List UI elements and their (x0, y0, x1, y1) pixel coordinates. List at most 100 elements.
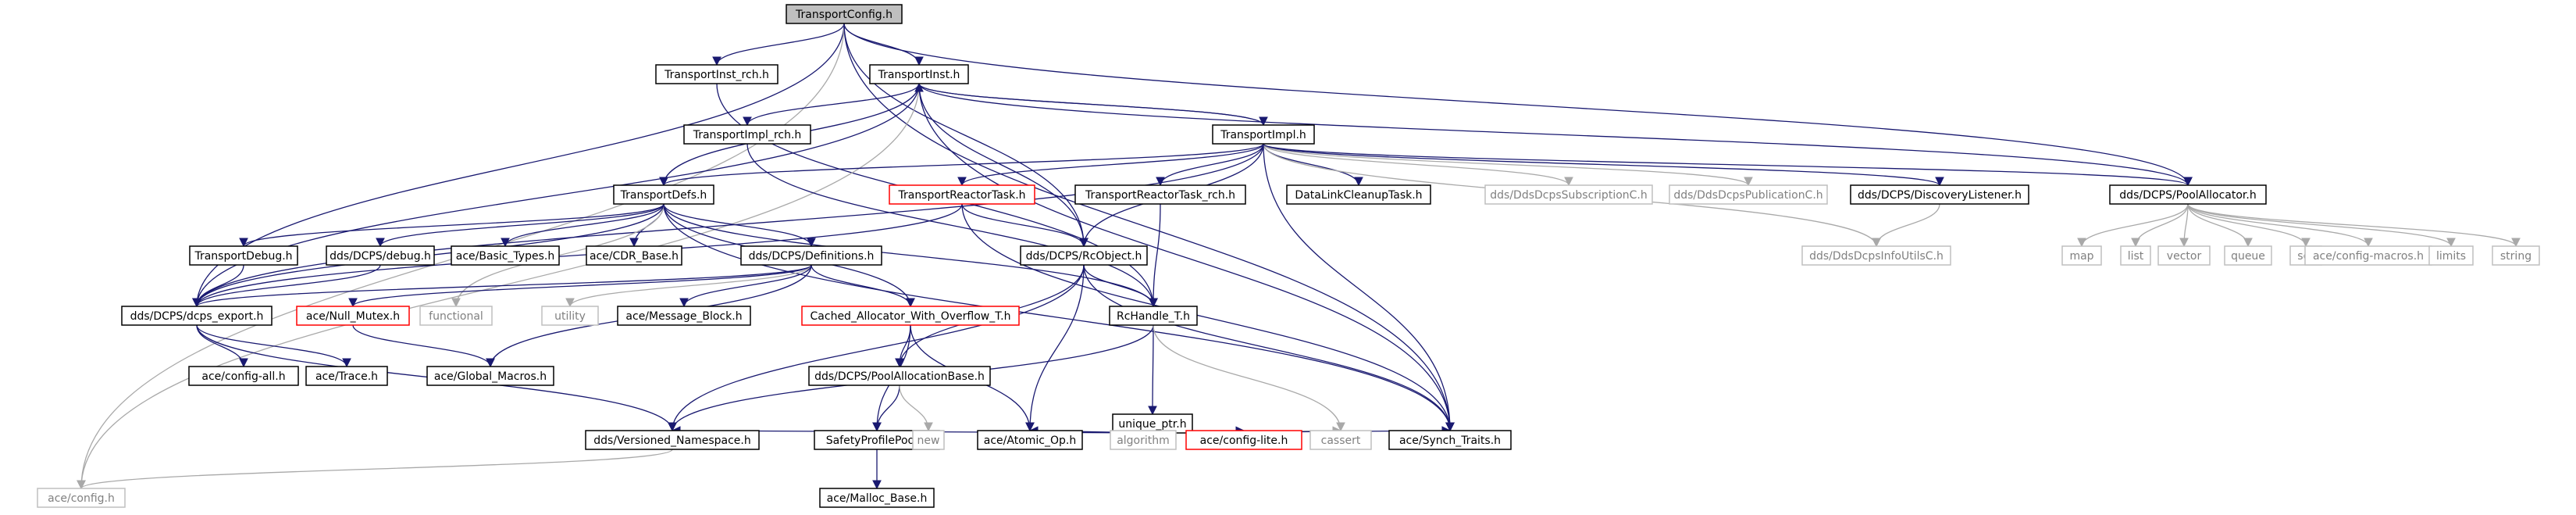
node-box (121, 306, 273, 326)
edge-path (192, 143, 1264, 308)
edge-path (663, 203, 816, 248)
include-edge (918, 83, 2193, 187)
graph-node-transportreactortask-rch[interactable]: TransportReactorTask_rch.h (1074, 184, 1246, 205)
graph-node-transportdefs[interactable]: TransportDefs.h (613, 184, 714, 205)
include-edge (811, 264, 915, 308)
include-edge (451, 203, 664, 308)
graph-node-queue[interactable]: queue (2224, 245, 2272, 266)
graph-node-cdr-base[interactable]: ace/CDR_Base.h (586, 245, 682, 266)
graph-node-ddsdcpssubscriptionc[interactable]: dds/DdsDcpsSubscriptionC.h (1484, 184, 1653, 205)
graph-node-ddsdcpsinfoutilsc[interactable]: dds/DdsDcpsInfoUtilsC.h (1801, 245, 1951, 266)
edge-path (843, 23, 924, 66)
include-edge (668, 264, 1085, 432)
edge-path (1153, 324, 1345, 432)
include-edge (843, 23, 1088, 248)
graph-node-map[interactable]: map (2061, 245, 2102, 266)
node-box (869, 64, 969, 84)
include-edge (2179, 203, 2189, 248)
graph-node-dcps-export[interactable]: dds/DCPS/dcps_export.h (121, 306, 273, 326)
edge-path (2131, 203, 2189, 248)
graph-node-atomic-op[interactable]: ace/Atomic_Op.h (977, 430, 1083, 450)
graph-node-transportconfig[interactable]: TransportConfig.h (786, 4, 903, 24)
graph-node-config-all[interactable]: ace/config-all.h (188, 366, 299, 386)
graph-node-rcobject[interactable]: dds/DCPS/RcObject.h (1020, 245, 1148, 266)
edge-path (192, 83, 920, 308)
graph-node-dcps-debug[interactable]: dds/DCPS/debug.h (326, 245, 435, 266)
edge-path (2187, 203, 2373, 248)
node-label: ace/CDR_Base.h (590, 250, 679, 263)
edge-path (1083, 264, 1158, 308)
include-edge (348, 264, 812, 308)
graph-node-functional[interactable]: functional (419, 306, 493, 326)
node-box (541, 306, 599, 326)
edge-path (1263, 143, 1753, 187)
node-label: TransportReactorTask.h (897, 189, 1025, 202)
edge-path (2187, 203, 2253, 248)
graph-node-ddsdcpspublicationc[interactable]: dds/DdsDcpsPublicationC.h (1669, 184, 1828, 205)
graph-node-discoverylistener[interactable]: dds/DCPS/DiscoveryListener.h (1850, 184, 2029, 205)
node-box (451, 245, 560, 266)
graph-node-algorithm[interactable]: algorithm (1110, 430, 1177, 450)
node-label: dds/DdsDcpsSubscriptionC.h (1490, 189, 1648, 202)
node-label: TransportDefs.h (620, 189, 707, 202)
node-label: ace/Basic_Types.h (456, 250, 554, 263)
graph-node-transportimpl[interactable]: TransportImpl.h (1212, 124, 1315, 145)
node-label: dds/DCPS/RcObject.h (1026, 250, 1142, 263)
graph-node-config-lite[interactable]: ace/config-lite.h (1185, 430, 1302, 450)
graph-node-utility[interactable]: utility (541, 306, 599, 326)
graph-node-ace-trace[interactable]: ace/Trace.h (305, 366, 388, 386)
graph-node-malloc-base[interactable]: ace/Malloc_Base.h (819, 488, 935, 508)
graph-node-transportinst-rch[interactable]: TransportInst_rch.h (655, 64, 779, 84)
edge-path (918, 83, 2193, 187)
include-edge (663, 203, 1158, 308)
node-box (801, 306, 1020, 326)
node-box (2224, 245, 2272, 266)
graph-node-cassert[interactable]: cassert (1309, 430, 1372, 450)
graph-node-poolallocator[interactable]: dds/DCPS/PoolAllocator.h (2109, 184, 2267, 205)
graph-node-transportinst[interactable]: TransportInst.h (869, 64, 969, 84)
graph-node-cached-allocator[interactable]: Cached_Allocator_With_Overflow_T.h (801, 306, 1020, 326)
graph-node-ace-config[interactable]: ace/config.h (37, 488, 126, 508)
include-edge (679, 264, 812, 308)
include-edge (843, 23, 1455, 432)
edge-path (668, 264, 1085, 432)
graph-node-definitions[interactable]: dds/DCPS/Definitions.h (740, 245, 882, 266)
node-label: dds/DdsDcpsInfoUtilsC.h (1809, 250, 1944, 263)
node-box (613, 184, 714, 205)
graph-node-string[interactable]: string (2492, 245, 2540, 266)
graph-node-synch-traits[interactable]: ace/Synch_Traits.h (1388, 430, 1512, 450)
graph-node-new[interactable]: new (912, 430, 945, 450)
node-box (1109, 306, 1198, 326)
graph-node-limits[interactable]: limits (2428, 245, 2474, 266)
edge-path (663, 203, 1158, 308)
node-label: dds/DCPS/DiscoveryListener.h (1858, 189, 2022, 202)
edge-path (659, 143, 1264, 187)
graph-node-transportimpl-rch[interactable]: TransportImpl_rch.h (683, 124, 811, 145)
edge-path (2187, 203, 2311, 248)
graph-node-basic-types[interactable]: ace/Basic_Types.h (451, 245, 560, 266)
node-box (37, 488, 126, 508)
node-label: dds/DCPS/Definitions.h (749, 250, 875, 263)
edge-path (77, 449, 673, 490)
node-box (189, 245, 298, 266)
graph-node-null-mutex[interactable]: ace/Null_Mutex.h (296, 306, 410, 326)
node-label: dds/DCPS/PoolAllocationBase.h (814, 370, 985, 383)
graph-node-versioned-namespace[interactable]: dds/Versioned_Namespace.h (585, 430, 760, 450)
graph-node-poolallocationbase[interactable]: dds/DCPS/PoolAllocationBase.h (808, 366, 991, 386)
graph-node-list[interactable]: list (2120, 245, 2151, 266)
graph-node-message-block[interactable]: ace/Message_Block.h (617, 306, 751, 326)
graph-node-config-macros[interactable]: ace/config-macros.h (2304, 245, 2432, 266)
edge-path (1263, 143, 1363, 187)
include-edge (501, 203, 664, 248)
graph-node-datalinkcleanuptask[interactable]: DataLinkCleanupTask.h (1286, 184, 1431, 205)
graph-node-transportdebug[interactable]: TransportDebug.h (189, 245, 298, 266)
node-label: limits (2436, 250, 2466, 263)
edge-path (501, 203, 664, 248)
graph-node-global-macros[interactable]: ace/Global_Macros.h (426, 366, 554, 386)
graph-node-vector[interactable]: vector (2157, 245, 2211, 266)
edge-path (352, 324, 495, 368)
graph-node-transportreactortask[interactable]: TransportReactorTask.h (889, 184, 1035, 205)
edge-path (918, 83, 1455, 432)
edge-path (811, 264, 915, 308)
graph-node-rchandle-t[interactable]: RcHandle_T.h (1109, 306, 1198, 326)
